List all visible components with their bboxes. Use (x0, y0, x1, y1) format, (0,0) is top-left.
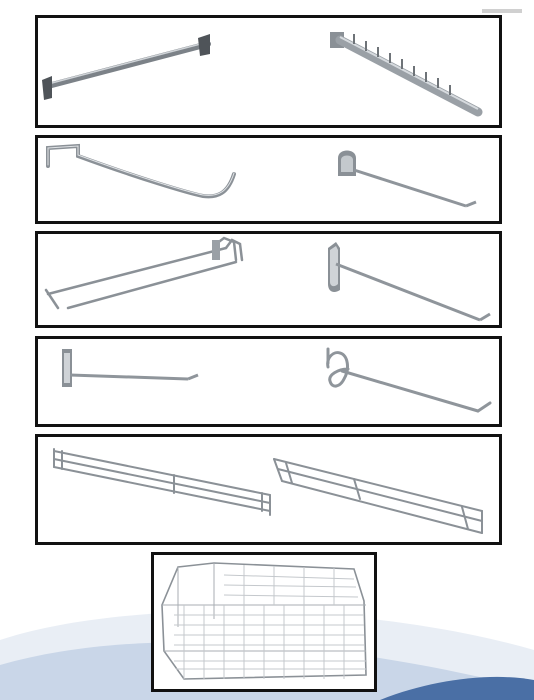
shelf-fence-angled-image (273, 458, 483, 534)
slatwall-plate-hook-image (328, 242, 491, 322)
product-panel-5 (35, 434, 502, 545)
product-panel-6 (151, 552, 377, 692)
pegboard-loop-hook-image (326, 347, 492, 413)
product-panel-1 (35, 15, 502, 128)
gridwall-hook-image (62, 349, 199, 387)
double-prong-scanner-hook-image (44, 236, 244, 310)
u-shaped-rail-image (46, 143, 236, 199)
wire-dump-basket-image (161, 562, 367, 680)
waterfall-arm-image (330, 32, 483, 117)
shelf-fence-flat-image (53, 448, 271, 516)
slatwall-single-hook-image (338, 150, 477, 208)
corner-mark (482, 0, 522, 13)
waterfall-bar-rail-image (42, 34, 211, 100)
product-panel-4 (35, 336, 502, 427)
product-panel-2 (35, 135, 502, 224)
product-panel-3 (35, 231, 502, 328)
